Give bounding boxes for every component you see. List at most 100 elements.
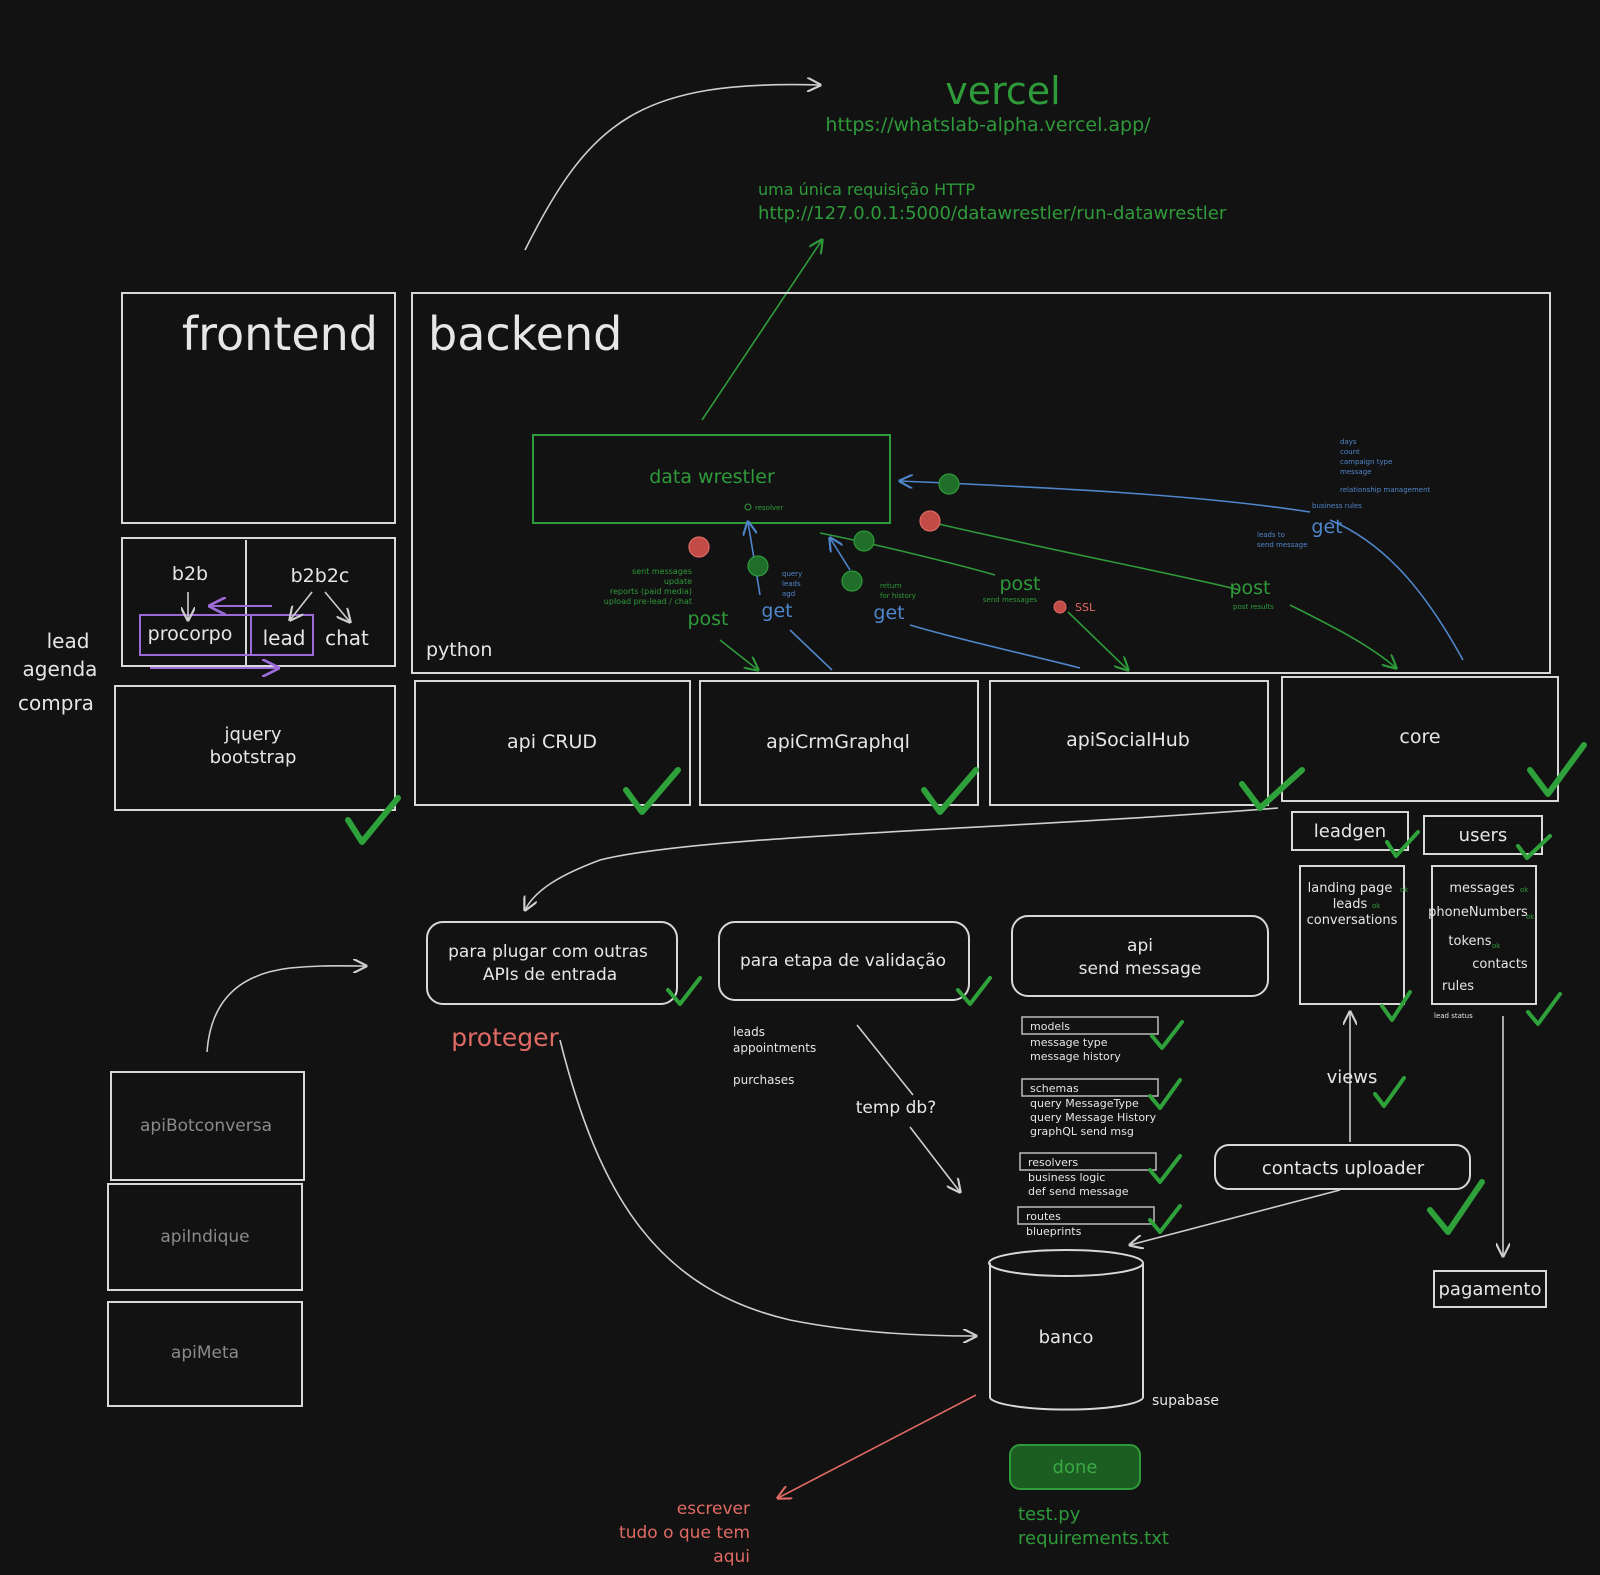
- schemas-item-3: graphQL send msg: [1030, 1125, 1134, 1138]
- post3-note: post results: [1233, 603, 1274, 611]
- api-indique-box[interactable]: [107, 1183, 303, 1291]
- validation-item-leads: leads: [733, 1025, 765, 1039]
- frontend-title: frontend: [182, 307, 378, 361]
- node-red-1: [688, 536, 710, 558]
- api-botconversa-label: apiBotconversa: [140, 1116, 272, 1136]
- line-get-core: [1329, 519, 1464, 661]
- arrow-post-socialhub: [1067, 611, 1128, 670]
- arrow-external-to-plug: [206, 966, 366, 1053]
- users-item-phonenumbers: phoneNumbers: [1428, 905, 1528, 920]
- validation-box[interactable]: [718, 921, 970, 1001]
- arrow-post-crud: [719, 639, 758, 670]
- procorpo-label[interactable]: procorpo: [148, 623, 233, 645]
- backend-box: [411, 292, 1551, 674]
- banco-cylinder[interactable]: [988, 1249, 1144, 1411]
- core-box[interactable]: [1281, 676, 1559, 802]
- models-item-1: message type: [1030, 1036, 1108, 1049]
- frontend-box: [121, 292, 396, 524]
- arrow-b2b2c-chat: [324, 591, 350, 622]
- plug-line1: para plugar com outras: [448, 942, 648, 962]
- models-label: models: [1030, 1020, 1070, 1033]
- api-socialhub-box[interactable]: [989, 680, 1269, 806]
- arrow-to-request: [701, 240, 822, 421]
- post1-label: post: [687, 608, 728, 630]
- svg-text:message: message: [1340, 468, 1371, 476]
- stack-jquery: jquery: [224, 724, 282, 745]
- schemas-box: [1021, 1078, 1159, 1097]
- models-item-2: message history: [1030, 1050, 1121, 1063]
- chat-label[interactable]: chat: [325, 626, 369, 650]
- write-note-1: escrever: [677, 1499, 750, 1519]
- write-note-3: aqui: [713, 1547, 750, 1567]
- check-api-crmgraphql-icon: [921, 767, 979, 815]
- svg-text:query: query: [782, 570, 802, 578]
- get2-label: get: [873, 602, 904, 624]
- arrow-banco-to-write: [778, 1394, 977, 1498]
- arrow-core-to-plug: [525, 807, 1279, 910]
- protect-label: proteger: [451, 1023, 559, 1052]
- pagamento-box[interactable]: [1433, 1270, 1547, 1308]
- routes-item-1: blueprints: [1026, 1225, 1082, 1238]
- leadgen-item-landing: landing page: [1308, 881, 1393, 896]
- users-label: users: [1459, 825, 1508, 846]
- node-green-3: [841, 570, 863, 592]
- api-meta-box[interactable]: [107, 1301, 303, 1407]
- svg-text:leads: leads: [782, 580, 801, 588]
- resolvers-item-2: def send message: [1028, 1185, 1129, 1198]
- send-message-line2: send message: [1079, 959, 1202, 979]
- check-schemas-icon: [1148, 1078, 1182, 1110]
- send-message-box[interactable]: [1011, 915, 1269, 997]
- api-botconversa-box[interactable]: [110, 1071, 305, 1181]
- routes-label: routes: [1026, 1210, 1061, 1223]
- python-label: python: [426, 639, 492, 661]
- lead-label[interactable]: lead: [263, 626, 306, 650]
- post2-label: post: [999, 573, 1040, 595]
- vercel-title: vercel: [945, 69, 1060, 113]
- api-socialhub-label: apiSocialHub: [1066, 729, 1190, 751]
- check-leadgen-items-icon: [1380, 990, 1412, 1022]
- resolvers-label: resolvers: [1028, 1156, 1078, 1169]
- arrow-b2b2c-lead: [290, 591, 313, 620]
- vercel-url[interactable]: https://whatslab-alpha.vercel.app/: [825, 114, 1151, 136]
- resolvers-box: [1019, 1152, 1157, 1171]
- check-leadgen-icon: [1385, 830, 1420, 858]
- check-core-icon: [1527, 742, 1587, 797]
- arrow-uploader-to-banco: [1130, 1189, 1341, 1245]
- schemas-label: schemas: [1030, 1082, 1079, 1095]
- resolver-tag: resolver: [755, 504, 783, 512]
- done-badge[interactable]: [1009, 1444, 1141, 1490]
- leadgen-box[interactable]: [1291, 811, 1409, 851]
- check-users-icon: [1516, 834, 1552, 860]
- side-label-compra: compra: [18, 691, 94, 715]
- api-crmgraphql-label: apiCrmGraphql: [766, 731, 910, 753]
- validation-item-purchases: purchases: [733, 1073, 794, 1087]
- line-post-socialhub: [819, 532, 996, 576]
- schemas-item-2: query Message History: [1030, 1111, 1157, 1124]
- get2-note: return for history: [880, 582, 916, 600]
- node-red-2: [919, 510, 941, 532]
- line-temp-db: [856, 1024, 914, 1096]
- svg-text:agd: agd: [782, 590, 795, 598]
- svg-text:business rules: business rules: [1312, 502, 1362, 510]
- check-frontend-icon: [345, 795, 401, 845]
- get1-label: get: [761, 600, 792, 622]
- get3-label: get: [1311, 516, 1342, 538]
- node-green-1: [747, 555, 769, 577]
- node-red-ssl: [1053, 600, 1067, 614]
- check-plug-icon: [666, 976, 702, 1006]
- contacts-uploader-box[interactable]: [1214, 1144, 1471, 1190]
- data-wrestler-box[interactable]: [532, 434, 891, 524]
- routes-box: [1017, 1206, 1155, 1225]
- validation-label: para etapa de validação: [740, 951, 946, 971]
- arrow-get-graphql: [830, 538, 851, 571]
- api-crmgraphql-box[interactable]: [699, 680, 979, 806]
- ok-leads: ok: [1372, 902, 1381, 910]
- request-url[interactable]: http://127.0.0.1:5000/datawrestler/run-d…: [758, 203, 1227, 224]
- get3-note: leads to send message: [1257, 531, 1308, 549]
- plug-box[interactable]: [426, 921, 678, 1005]
- done-label: done: [1053, 1457, 1098, 1478]
- api-crud-box[interactable]: [414, 680, 691, 806]
- svg-text:upload pre-lead / chat: upload pre-lead / chat: [604, 597, 692, 606]
- lead-box: [250, 614, 314, 656]
- users-box[interactable]: [1423, 815, 1543, 855]
